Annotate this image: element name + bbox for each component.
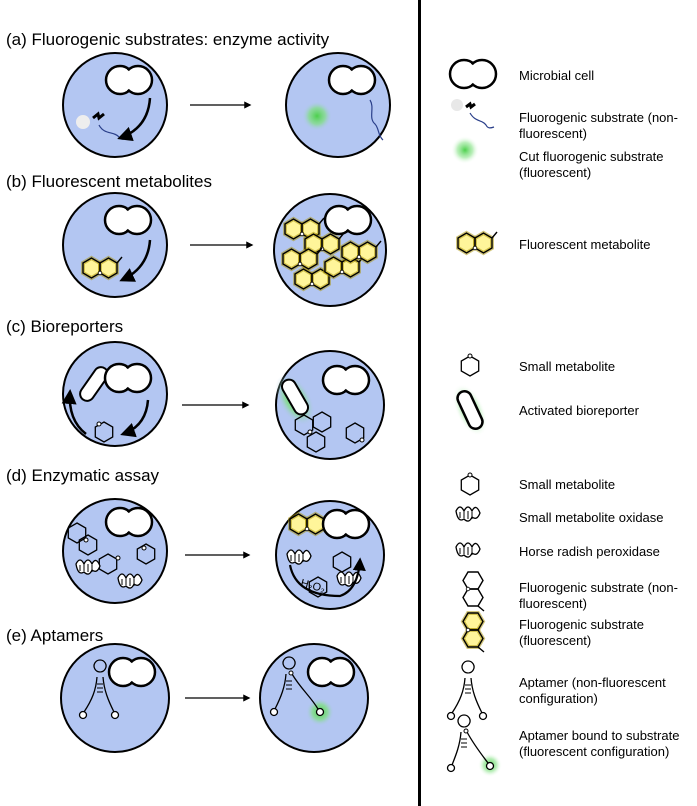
panel-e-title: (e) Aptamers: [6, 626, 104, 645]
panel-b-left-well: [62, 192, 168, 298]
legend-small-metabolite-oxidase: Small metabolite oxidase: [519, 510, 664, 525]
legend-microbial-cell: Microbial cell: [519, 68, 595, 83]
legend-small-metabolite: Small metabolite: [519, 359, 616, 374]
panel-d-left-well: [62, 498, 168, 604]
panel-d-right-well: H₂O₂: [275, 500, 385, 610]
panel-c-left-well: [61, 341, 168, 447]
peroxidase-enzyme-icon: [455, 542, 481, 558]
aptamer-bound-icon: [446, 714, 502, 777]
legend-fluorogenic-substrate: Fluorogenic substrate (non-fluorescent): [519, 110, 678, 141]
legend-fluorescent-metabolite: Fluorescent metabolite: [519, 237, 651, 252]
legend-activated-bioreporter: Activated bioreporter: [519, 403, 639, 418]
divider: [418, 0, 421, 806]
panel-e-right-well: [259, 643, 369, 753]
small-metabolite-icon: [460, 353, 480, 377]
panel-b-right-well: [273, 193, 387, 307]
legend-aptamer: Aptamer (non-fluorescent configuration): [519, 675, 666, 706]
fluorogenic-substrate-fluorescent-icon: [463, 613, 484, 652]
panel-e-left-well: [60, 643, 170, 753]
legend-small-metabolite-2: Small metabolite: [519, 477, 616, 492]
small-metabolite-icon-2: [460, 472, 480, 496]
panel-b-title: (b) Fluorescent metabolites: [6, 172, 212, 191]
legend-cut-substrate: Cut fluorogenic substrate (fluorescent): [519, 149, 664, 180]
microbial-cell-icon: [448, 58, 498, 90]
legend-aptamer-bound: Aptamer bound to substrate (fluorescent …: [519, 728, 680, 759]
oxidase-enzyme-icon: [455, 506, 481, 522]
fluorogenic-substrate-nonfluorescent-icon: [462, 571, 485, 612]
aptamer-icon: [446, 660, 488, 721]
panel-a-left-well: [62, 52, 168, 158]
panel-a-right-well: [285, 52, 391, 158]
legend-fluorogenic-substrate-fluorescent: Fluorogenic substrate (fluorescent): [519, 617, 645, 648]
legend-horse-radish-peroxidase: Horse radish peroxidase: [519, 544, 660, 559]
fluorogenic-substrate-icon: [451, 99, 495, 129]
legend-fluorogenic-substrate-nonfluorescent: Fluorogenic substrate (non-fluorescent): [519, 580, 678, 611]
panel-c-title: (c) Bioreporters: [6, 317, 124, 336]
panel-d-title: (d) Enzymatic assay: [6, 466, 160, 485]
activated-bioreporter-icon: [452, 383, 488, 437]
panel-a-title: (a) Fluorogenic substrates: enzyme activ…: [6, 30, 330, 49]
fluorescent-metabolite-icon: [458, 232, 497, 253]
panel-c-right-well: [275, 350, 385, 460]
cut-substrate-glow-icon: [451, 136, 479, 164]
